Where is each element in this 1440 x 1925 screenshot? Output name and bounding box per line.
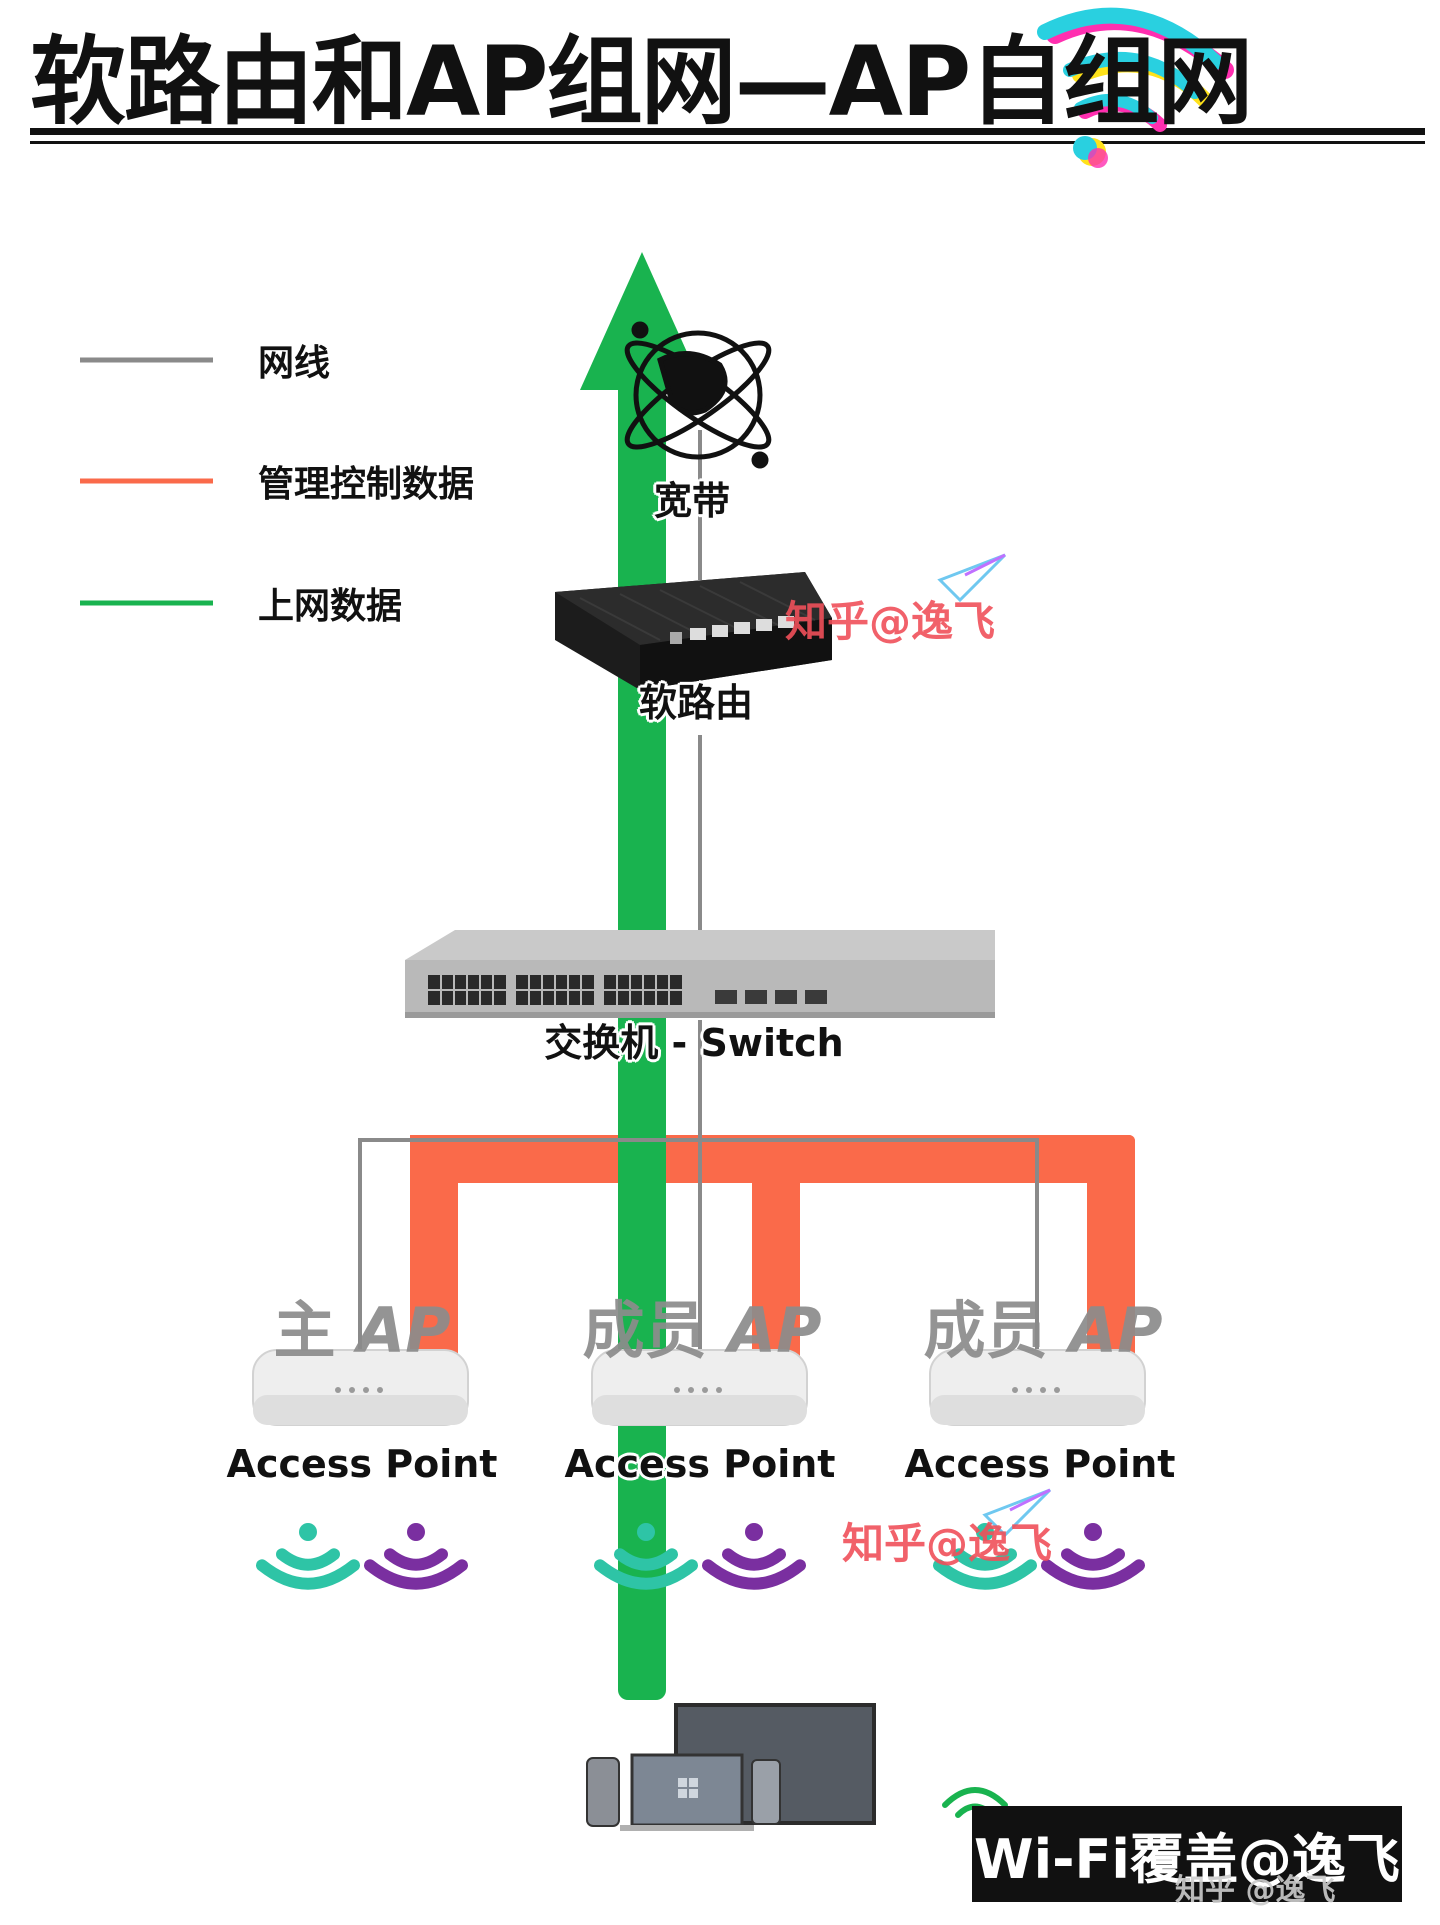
ap-label-2: Access Point xyxy=(565,1442,836,1486)
wifi-purple-icon-1 xyxy=(370,1523,462,1584)
wifi-purple-icon-2 xyxy=(708,1523,800,1584)
watermark-corner: 知乎 @逸飞 xyxy=(1175,1865,1335,1909)
legend-label-cable: 网线 xyxy=(258,334,330,386)
ap-role-suffix-3: AP xyxy=(1069,1294,1162,1367)
wifi-teal-icon-1 xyxy=(262,1523,354,1584)
watermark-zhihu-2: 知乎@逸飞 xyxy=(842,1510,1052,1571)
switch-icon xyxy=(405,930,995,1018)
switch-label: 交换机 - Switch xyxy=(544,1012,843,1067)
user-devices-icon xyxy=(587,1705,874,1831)
ap-role-text-2: 成员 xyxy=(582,1294,706,1367)
legend-label-internet: 上网数据 xyxy=(258,577,402,629)
router-label: 软路由 xyxy=(639,672,753,727)
ap-role-3: 成员 AP xyxy=(923,1280,1162,1370)
ap-role-2: 成员 AP xyxy=(582,1280,821,1370)
ap-role-suffix-2: AP xyxy=(728,1294,821,1367)
watermark-zhihu-1: 知乎@逸飞 xyxy=(785,588,995,649)
page-title: 软路由和AP组网—AP自组网 xyxy=(30,34,1251,130)
ap-role-suffix-1: AP xyxy=(357,1294,450,1367)
ap-label-1: Access Point xyxy=(227,1442,498,1486)
ethernet-cables xyxy=(360,430,1037,1360)
title-underline-thin xyxy=(30,141,1425,144)
wifi-purple-icon-3 xyxy=(1047,1523,1139,1584)
legend-label-control: 管理控制数据 xyxy=(258,455,474,507)
ap-label-3: Access Point xyxy=(905,1442,1176,1486)
ap-role-text-3: 成员 xyxy=(923,1294,1047,1367)
ap-role-1: 主 AP xyxy=(273,1280,450,1370)
ap-role-text-1: 主 xyxy=(273,1294,335,1367)
broadband-label: 宽带 xyxy=(654,470,730,525)
